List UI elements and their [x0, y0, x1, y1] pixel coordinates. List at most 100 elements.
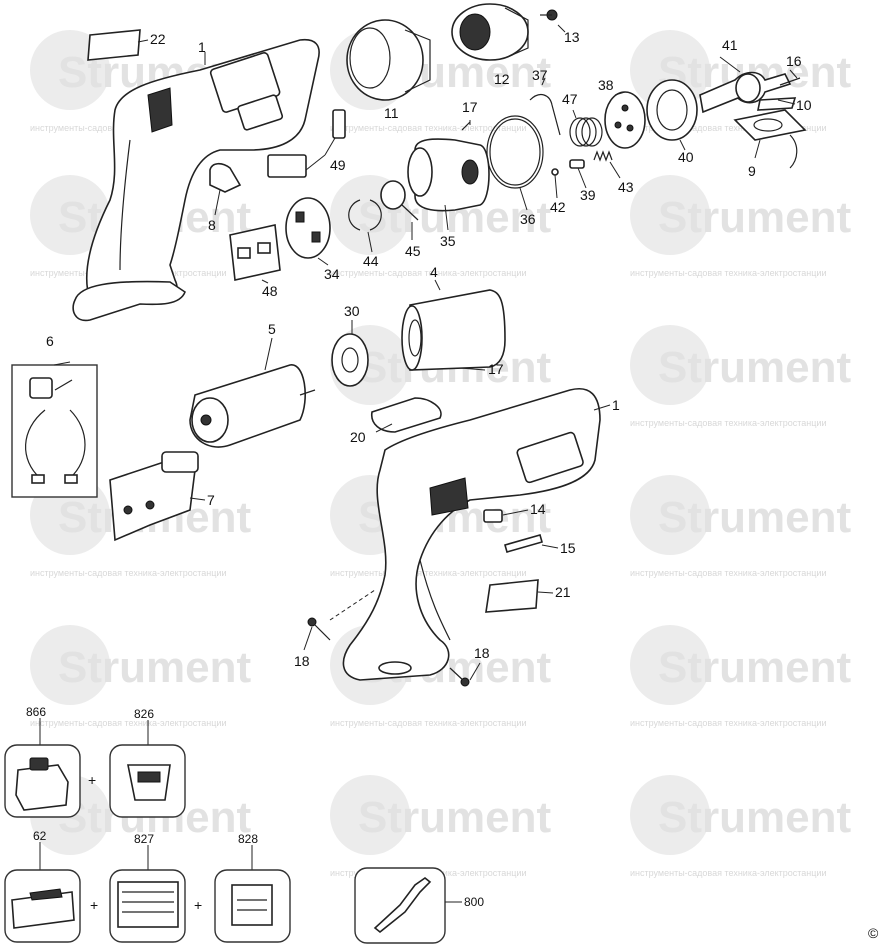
label-15: 15	[560, 540, 576, 556]
brush-holder-48	[229, 224, 281, 281]
copyright-symbol: ©	[868, 925, 879, 941]
label-14: 14	[530, 501, 546, 517]
accessory-charger-label-2: 828	[214, 832, 291, 943]
spindle-41	[699, 71, 792, 114]
spring-47	[569, 117, 603, 147]
ring-36	[486, 115, 544, 189]
switch-terminals-6	[11, 364, 98, 498]
label-5: 5	[268, 321, 276, 337]
label-21: 21	[555, 584, 571, 600]
watermark: Strument инструменты-садовая техника-эле…	[630, 475, 851, 578]
washer-45	[380, 180, 419, 221]
watermark: Strument инструменты-садовая техника-эле…	[630, 625, 851, 728]
gearbox-35	[407, 138, 490, 212]
label-21	[485, 579, 539, 613]
accessory-soldering-tool: 800	[354, 867, 484, 944]
accessory-battery: 866	[4, 705, 81, 818]
label-866: 866	[26, 705, 46, 719]
label-49: 49	[330, 157, 346, 173]
switch-7	[109, 451, 199, 542]
clip-9	[733, 109, 807, 169]
label-12: 12	[494, 71, 510, 87]
svg-text:Strument: Strument	[658, 343, 851, 392]
part-labels: 22 1 11 12 13 41 16 10 9 40 38 47 37 43 …	[46, 29, 812, 669]
label-16: 16	[786, 53, 802, 69]
screw-path-18	[329, 589, 376, 621]
svg-text:инструменты-садовая техника-эл: инструменты-садовая техника-электростанц…	[630, 718, 827, 728]
label-62: 62	[33, 829, 47, 843]
label-18-left: 18	[294, 653, 310, 669]
screw-18-left	[307, 617, 331, 641]
label-1-top: 1	[198, 39, 206, 55]
svg-text:инструменты-садовая техника-эл: инструменты-садовая техника-электростанц…	[330, 568, 527, 578]
label-30: 30	[344, 303, 360, 319]
pin-16	[779, 77, 801, 86]
label-8: 8	[208, 217, 216, 233]
label-17-top: 17	[462, 99, 478, 115]
svg-text:инструменты-садовая техника-эл: инструменты-садовая техника-электростанц…	[630, 123, 827, 133]
accessory-battery-label: 826	[109, 707, 186, 818]
retaining-ring-44	[348, 199, 382, 231]
label-48: 48	[262, 283, 278, 299]
svg-text:инструменты-садовая техника-эл: инструменты-садовая техника-электростанц…	[630, 268, 827, 278]
label-44: 44	[363, 253, 379, 269]
label-42: 42	[550, 199, 566, 215]
plate-38	[604, 91, 646, 149]
label-47: 47	[562, 91, 578, 107]
svg-text:Strument: Strument	[358, 793, 551, 842]
label-7: 7	[207, 492, 215, 508]
plus-sign: +	[88, 772, 96, 788]
brush-plate-34	[285, 197, 331, 259]
spring-43	[593, 150, 613, 162]
label-827: 827	[134, 832, 154, 846]
bracket-8	[209, 162, 242, 193]
label-9: 9	[748, 163, 756, 179]
leader-lines	[53, 24, 798, 681]
part-49-pad	[332, 109, 346, 139]
ring-gear-housing-11	[346, 19, 431, 101]
label-828: 828	[238, 832, 258, 846]
label-20: 20	[350, 429, 366, 445]
accessory-charger-label-1: 827	[109, 832, 186, 943]
label-39: 39	[580, 187, 596, 203]
label-34: 34	[324, 266, 340, 282]
ring-40	[646, 79, 698, 141]
button-20	[370, 397, 442, 433]
housing-half-right	[342, 388, 601, 681]
plus-sign: +	[194, 897, 202, 913]
watermark: Strument инструменты-садовая техника-эле…	[630, 325, 851, 428]
part-15	[504, 534, 543, 553]
ball-42	[551, 168, 559, 176]
svg-text:инструменты-садовая техника-эл: инструменты-садовая техника-электростанц…	[630, 568, 827, 578]
label-10: 10	[796, 97, 812, 113]
label-plate-22	[87, 29, 141, 61]
motor-5	[189, 364, 316, 448]
screw-18-right	[449, 667, 470, 687]
watermark: Strument инструменты-садовая техника-эле…	[630, 775, 851, 878]
watermark: Strument инструменты-садовая техника-эле…	[630, 175, 851, 278]
label-22: 22	[150, 31, 166, 47]
svg-text:инструменты-садовая техника-эл: инструменты-садовая техника-электростанц…	[30, 718, 227, 728]
screw-13	[540, 9, 558, 21]
label-36: 36	[520, 211, 536, 227]
label-43: 43	[618, 179, 634, 195]
label-37: 37	[532, 67, 548, 83]
label-40: 40	[678, 149, 694, 165]
label-1-mid: 1	[612, 397, 620, 413]
housing-half-left	[72, 38, 320, 322]
svg-text:инструменты-садовая техника-эл: инструменты-садовая техника-электростанц…	[630, 868, 827, 878]
part-10	[757, 97, 797, 111]
part-14	[483, 509, 503, 523]
svg-text:инструменты-садовая техника-эл: инструменты-садовая техника-электростанц…	[30, 568, 227, 578]
watermark: Strument инструменты-садовая техника-эле…	[330, 775, 551, 878]
label-41: 41	[722, 37, 738, 53]
gear-housing-4	[401, 289, 506, 371]
label-4: 4	[430, 264, 438, 280]
label-6: 6	[46, 333, 54, 349]
svg-text:инструменты-садовая техника-эл: инструменты-садовая техника-электростанц…	[330, 718, 527, 728]
clutch-12	[451, 3, 529, 61]
label-13: 13	[564, 29, 580, 45]
label-826: 826	[134, 707, 154, 721]
label-45: 45	[405, 243, 421, 259]
